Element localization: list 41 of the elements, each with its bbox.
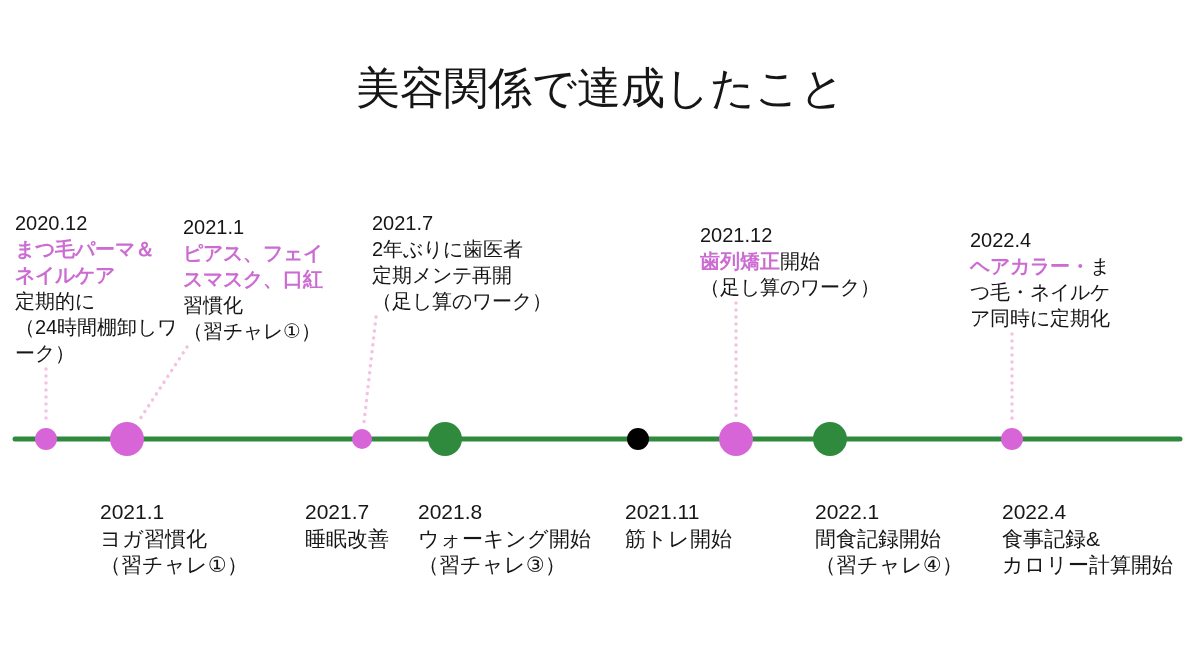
event-text: （習チャレ④） — [815, 552, 963, 578]
event-text: （習チャレ①） — [183, 319, 321, 344]
event-text: ウォーキング開始 — [418, 525, 591, 552]
timeline-dot — [719, 422, 753, 456]
timeline-dot — [1001, 428, 1023, 450]
event-text: 食事記録& — [1002, 525, 1100, 552]
timeline-dot — [110, 422, 144, 456]
date-label: 2022.4 — [970, 228, 1032, 253]
date-label: 2021.7 — [372, 211, 434, 236]
event-text: （習チャレ①） — [100, 552, 248, 578]
event-text: 習慣化 — [183, 293, 243, 318]
event-text: （習チャレ③） — [418, 552, 566, 578]
event-text: 定期的に — [15, 289, 95, 314]
event-text: 間食記録開始 — [815, 525, 941, 552]
date-label: 2021.8 — [418, 499, 483, 525]
event-text: （足し算のワーク） — [372, 289, 552, 314]
date-label: 2021.1 — [100, 499, 165, 525]
date-label: 2021.11 — [625, 499, 700, 525]
event-text: （24時間棚卸しワーク） — [15, 315, 179, 366]
event-text: ヘアカラー・まつ毛・ネイルケア同時に定期化 — [970, 254, 1111, 331]
date-label: 2020.12 — [15, 211, 88, 236]
timeline-dot — [35, 428, 57, 450]
event-text: まつ毛パーマ＆ネイルケア — [15, 237, 156, 288]
date-label: 2021.1 — [183, 215, 245, 240]
timeline-dot — [352, 429, 372, 449]
timeline-dot — [428, 422, 462, 456]
timeline-dot — [627, 428, 649, 450]
title: 美容関係で達成したこと — [355, 62, 845, 114]
date-label: 2022.1 — [815, 499, 880, 525]
event-text: 筋トレ開始 — [625, 525, 732, 552]
date-label: 2022.4 — [1002, 499, 1067, 525]
event-text: （足し算のワーク） — [700, 275, 880, 300]
date-label: 2021.12 — [700, 223, 773, 248]
event-text: 睡眠改善 — [305, 525, 389, 552]
event-text: 歯列矯正開始 — [700, 249, 820, 274]
event-text: 2年ぶりに歯医者定期メンテ再開 — [372, 237, 525, 288]
event-text: ピアス、フェイスマスク、口紅 — [183, 241, 324, 292]
event-text: ヨガ習慣化 — [100, 525, 207, 552]
date-label: 2021.7 — [305, 499, 370, 525]
timeline-dot — [813, 422, 847, 456]
event-text: カロリー計算開始 — [1002, 552, 1173, 578]
